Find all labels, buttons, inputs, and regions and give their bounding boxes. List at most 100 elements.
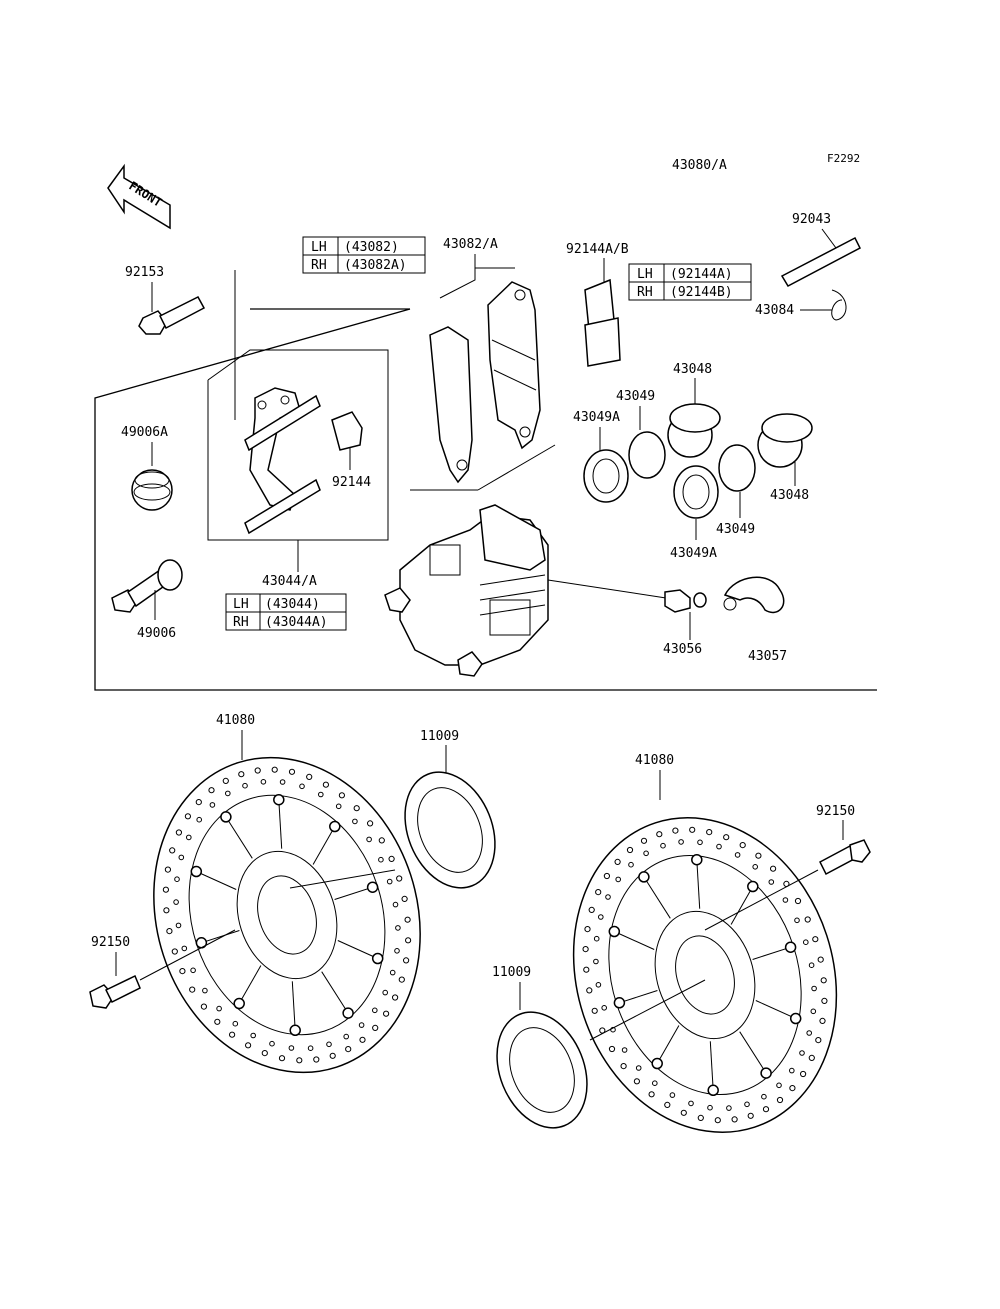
drilled-hole: [306, 773, 313, 781]
callout-92150-left: 92150: [91, 935, 130, 950]
drilled-hole: [178, 854, 185, 861]
disc-spoke: [739, 1031, 767, 1074]
drilled-hole: [392, 901, 399, 908]
drilled-hole: [716, 843, 722, 850]
brake-disc-left: [153, 756, 421, 1074]
drilled-hole: [776, 1096, 784, 1104]
drilled-hole: [392, 994, 399, 1001]
assembly-number: 43080/A: [672, 158, 727, 173]
drilled-hole: [808, 962, 815, 969]
drilled-hole: [680, 1109, 687, 1116]
callout-41080-left: 41080: [216, 713, 255, 728]
shim-11009-top: [404, 771, 496, 889]
drilled-hole: [209, 802, 216, 808]
callout-43049-right: 43049: [716, 522, 755, 537]
drilled-hole: [186, 834, 192, 841]
disc-spoke: [201, 930, 240, 944]
drilled-hole: [739, 842, 746, 849]
disc-button: [608, 925, 621, 938]
bracket-group-box: [207, 349, 389, 541]
drilled-hole: [643, 850, 649, 857]
drilled-hole: [815, 1037, 822, 1044]
drilled-hole: [394, 948, 400, 954]
drilled-hole: [329, 1052, 336, 1059]
drilled-hole: [794, 897, 802, 905]
drilled-hole: [660, 842, 666, 849]
drilled-hole: [652, 1080, 658, 1086]
callout-41080-right: 41080: [635, 753, 674, 768]
drilled-hole: [734, 852, 741, 858]
drilled-hole: [747, 1112, 754, 1119]
disc-button: [371, 952, 384, 965]
drilled-hole: [202, 987, 208, 994]
drilled-hole: [664, 1101, 671, 1109]
drilled-hole: [352, 818, 358, 825]
drilled-hole: [175, 829, 182, 836]
callout-43049a-bottom: 43049A: [670, 546, 717, 561]
drilled-hole: [383, 1010, 390, 1017]
drilled-hole: [254, 767, 261, 774]
disc-spoke: [752, 946, 791, 960]
drilled-hole: [242, 782, 248, 789]
drilled-hole: [166, 928, 173, 935]
drilled-hole: [382, 989, 389, 996]
drilled-hole: [359, 1036, 366, 1043]
drilled-hole: [605, 894, 611, 900]
drilled-hole: [819, 1017, 826, 1025]
callout-43056: 43056: [663, 642, 702, 657]
drilled-hole: [200, 1003, 207, 1010]
drilled-hole: [338, 792, 345, 799]
drilled-hole: [614, 858, 621, 866]
bleeder-valve-43056: [664, 589, 707, 613]
drilled-hole: [225, 790, 231, 797]
seal-43049a-top: [583, 449, 629, 503]
front-arrow-icon: FRONT: [107, 163, 171, 230]
drilled-hole: [697, 1114, 704, 1122]
drilled-hole: [288, 768, 296, 775]
drilled-hole: [591, 1007, 598, 1014]
disc-button: [190, 865, 203, 878]
drilled-hole: [378, 837, 385, 844]
drilled-hole: [601, 1005, 608, 1011]
drilled-hole: [582, 946, 589, 953]
drilled-hole: [345, 1046, 352, 1053]
drilled-hole: [401, 895, 408, 903]
disc-spoke: [312, 826, 336, 865]
drilled-hole: [326, 1041, 332, 1048]
disc-button: [329, 820, 341, 833]
drilled-hole: [238, 771, 245, 778]
drilled-hole: [175, 922, 182, 929]
drilled-hole: [603, 872, 611, 880]
boot-49006a: [131, 469, 173, 511]
drilled-hole: [762, 1106, 770, 1113]
disc-spoke: [337, 940, 378, 959]
drilled-hole: [583, 966, 590, 973]
svg-text:(43044): (43044): [265, 597, 320, 612]
disc-spoke: [196, 871, 237, 890]
drilled-hole: [595, 889, 602, 896]
drilled-hole: [322, 781, 329, 788]
drilled-hole: [260, 779, 267, 785]
drilled-hole: [697, 839, 703, 846]
disc-spoke: [619, 990, 658, 1004]
disc-spoke: [225, 816, 253, 859]
drilled-hole: [353, 805, 360, 812]
drilled-hole: [608, 1045, 616, 1053]
disc-button: [784, 941, 797, 953]
brake-pad-inner: [429, 326, 473, 484]
drilled-hole: [395, 925, 401, 931]
svg-text:(92144B): (92144B): [670, 285, 733, 300]
drilled-hole: [299, 783, 305, 790]
drilled-hole: [296, 1057, 303, 1064]
disc-spoke: [643, 876, 671, 919]
svg-text:LH: LH: [233, 597, 249, 612]
disc-button: [233, 997, 245, 1010]
drilled-hole: [648, 1091, 655, 1098]
drilled-hole: [755, 852, 762, 859]
drilled-hole: [179, 968, 186, 975]
disc-button: [789, 1012, 802, 1025]
drilled-hole: [318, 791, 324, 798]
callout-43084: 43084: [755, 303, 794, 318]
drilled-hole: [584, 926, 591, 933]
drilled-hole: [794, 917, 800, 924]
